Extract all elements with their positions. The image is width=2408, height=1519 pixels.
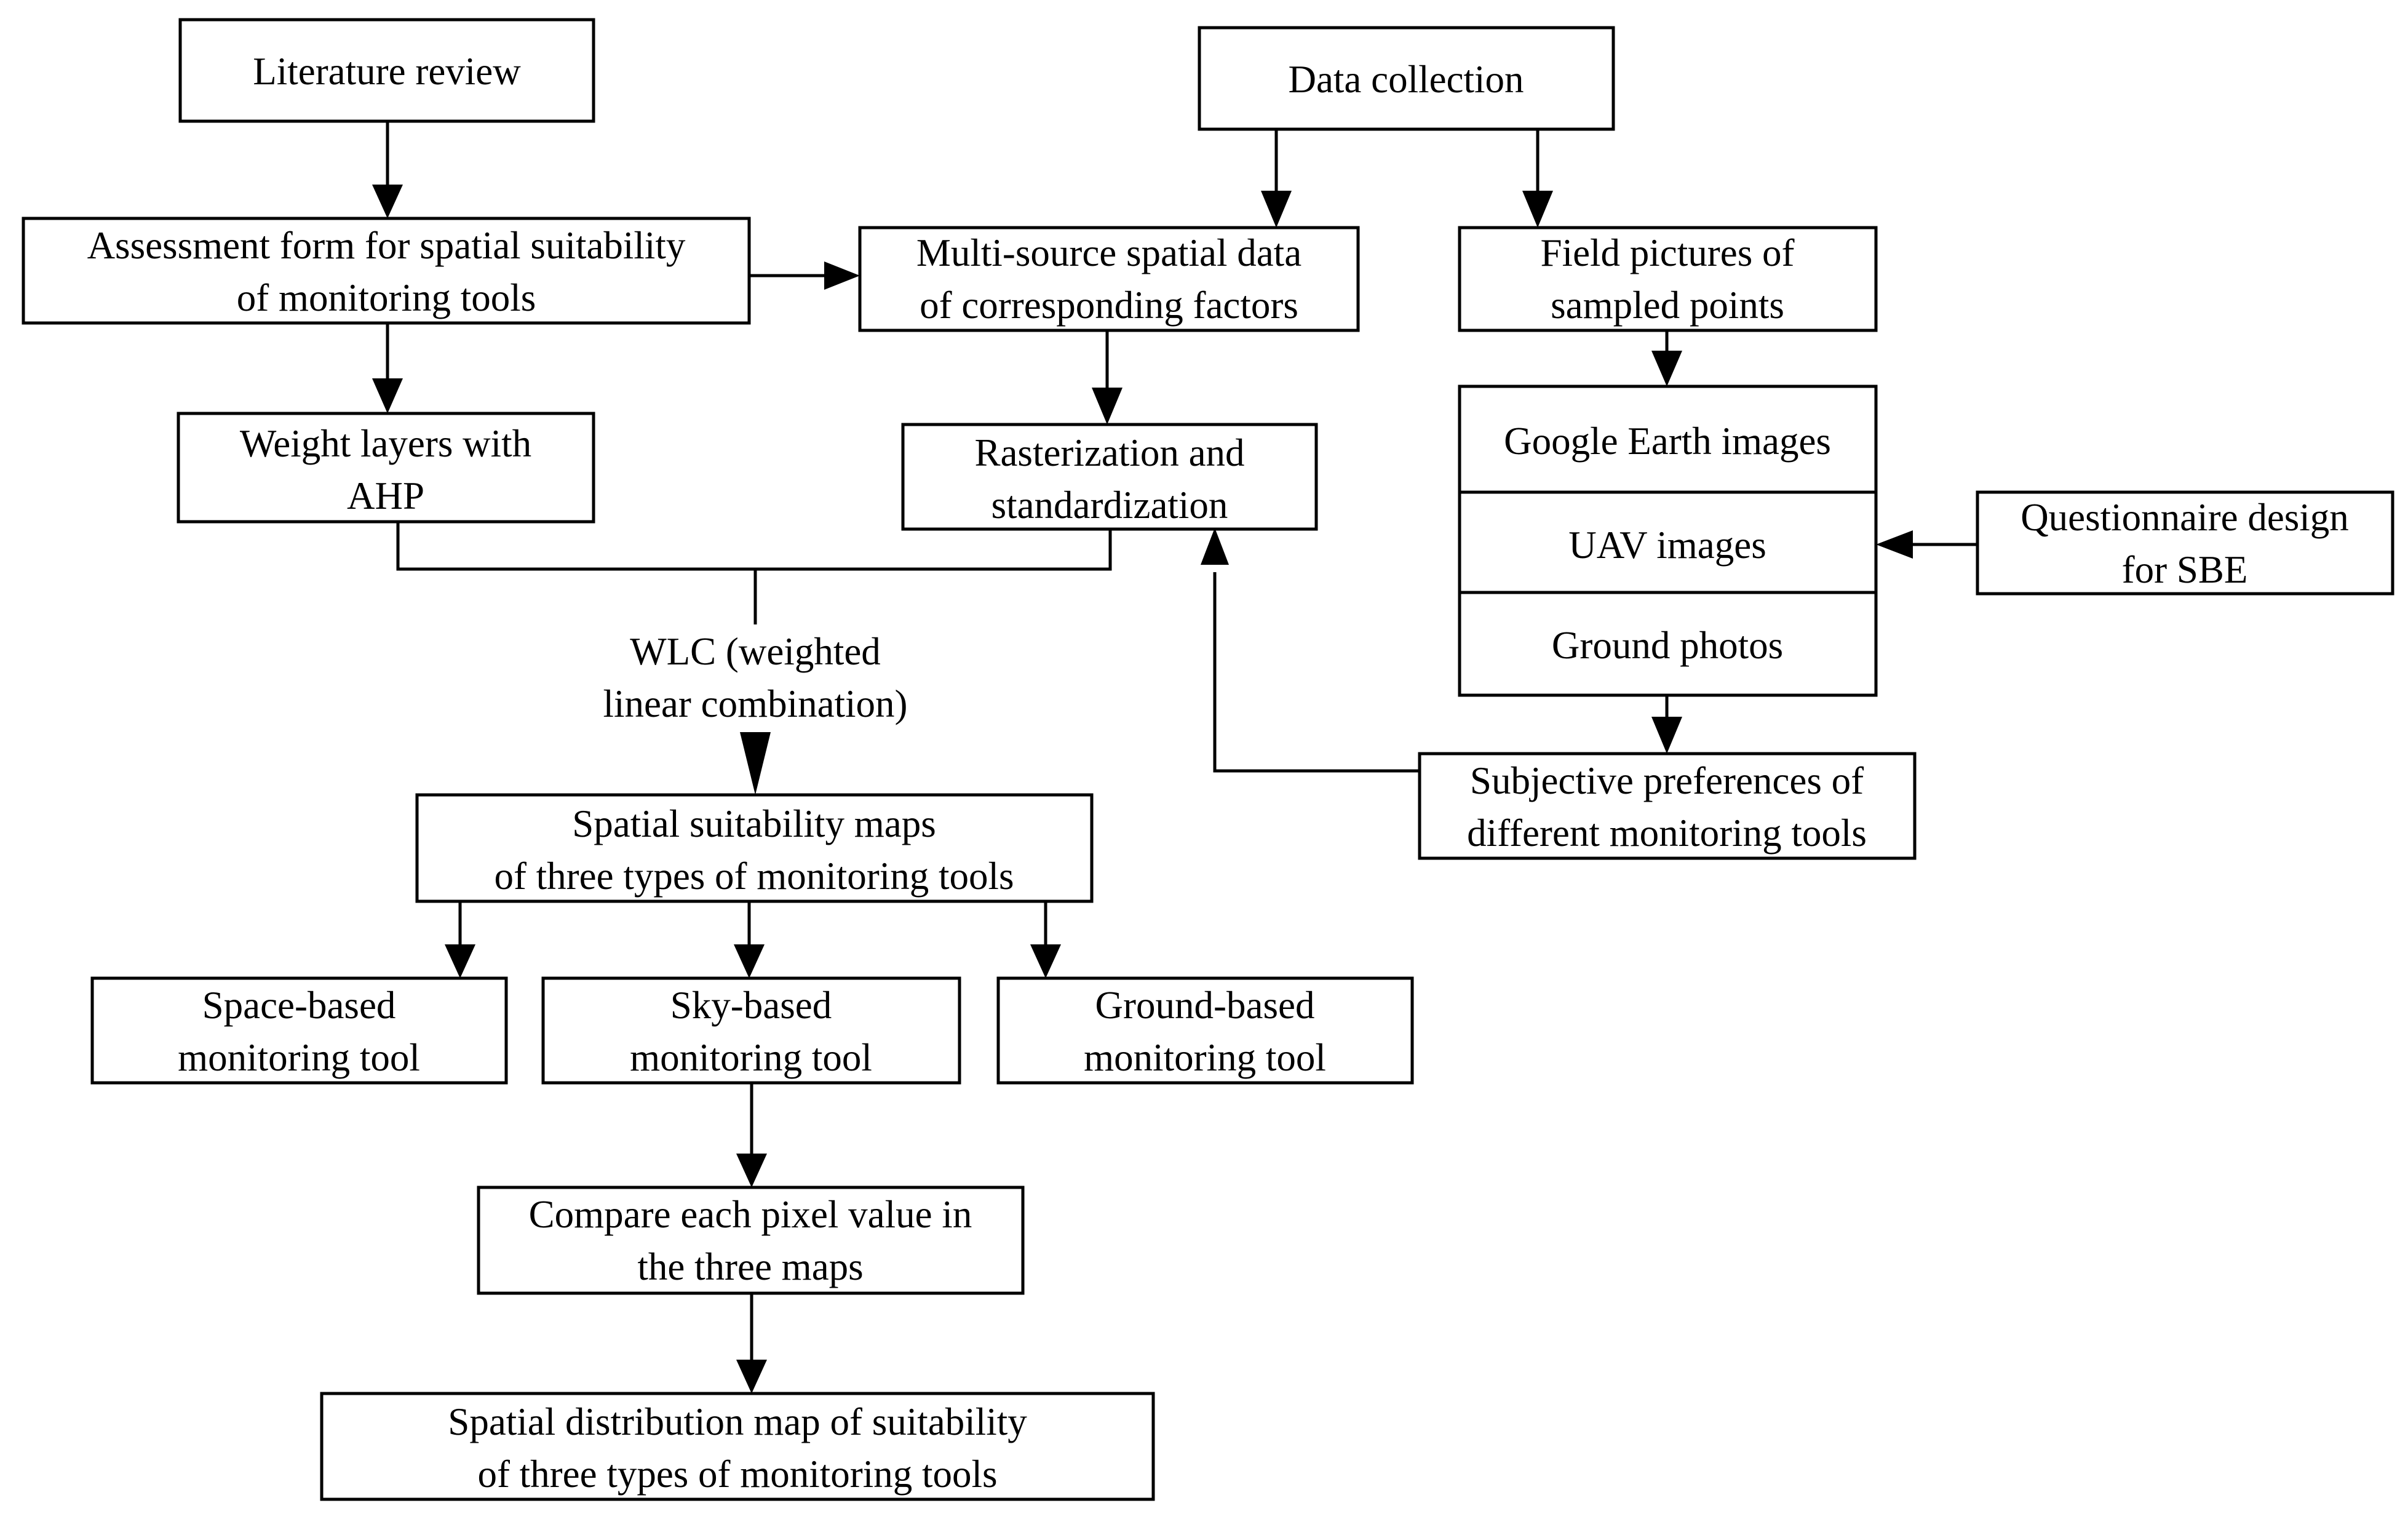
node-literature-review: Literature review <box>178 18 595 123</box>
node-space-based-tool: Space-based monitoring tool <box>90 976 508 1085</box>
wlc-line-2: linear combination) <box>603 682 907 725</box>
distribution-map-line-2: of three types of monitoring tools <box>477 1453 997 1496</box>
node-sky-based-tool: Sky-based monitoring tool <box>541 976 961 1085</box>
multi-source-line-2: of corresponding factors <box>920 284 1298 327</box>
node-data-collection: Data collection <box>1198 26 1615 131</box>
arrowhead-rasterization <box>1092 388 1123 425</box>
node-wlc-label: WLC (weighted linear combination) <box>603 630 907 725</box>
space-based-line-1: Space-based <box>202 984 396 1027</box>
multi-source-line-1: Multi-source spatial data <box>916 231 1301 274</box>
arrowhead-compare <box>736 1154 767 1187</box>
ground-based-line-1: Ground-based <box>1095 984 1315 1027</box>
arrowhead-weight <box>372 378 403 413</box>
arrowhead-multisource-left <box>824 261 860 290</box>
suitability-maps-line-2: of three types of monitoring tools <box>494 855 1014 898</box>
node-rasterization: Rasterization and standardization <box>901 423 1318 531</box>
node-questionnaire: Questionnaire design for SBE <box>1976 490 2394 596</box>
rasterization-line-2: standardization <box>991 484 1228 527</box>
rasterization-line-1: Rasterization and <box>974 431 1244 474</box>
literature-review-line-1: Literature review <box>253 50 521 93</box>
arrowhead-ground <box>1030 944 1061 978</box>
arrowhead-multisource-top <box>1261 191 1292 228</box>
weight-layers-line-1: Weight layers with <box>240 422 531 465</box>
subjective-preferences-line-1: Subjective preferences of <box>1470 759 1864 802</box>
arrowhead-uav <box>1876 530 1913 559</box>
distribution-map-line-1: Spatial distribution map of suitability <box>448 1400 1027 1443</box>
node-weight-layers: Weight layers with AHP <box>177 412 595 524</box>
compare-pixel-line-2: the three maps <box>637 1245 863 1288</box>
assessment-form-line-1: Assessment form for spatial suitability <box>87 224 686 267</box>
arrowhead-assessment <box>372 185 403 218</box>
node-distribution-map: Spatial distribution map of suitability … <box>320 1392 1155 1501</box>
arrowhead-distribution <box>736 1360 767 1393</box>
arrowhead-images <box>1651 351 1682 386</box>
assessment-form-line-2: of monitoring tools <box>237 276 536 319</box>
node-field-pictures: Field pictures of sampled points <box>1458 226 1878 332</box>
ground-based-line-2: monitoring tool <box>1084 1036 1326 1079</box>
node-subjective-preferences: Subjective preferences of different moni… <box>1418 752 1917 860</box>
questionnaire-line-1: Questionnaire design <box>2021 496 2349 539</box>
arrowhead-suitabilitymaps <box>740 732 771 795</box>
subjective-preferences-line-2: different monitoring tools <box>1467 811 1867 855</box>
compare-pixel-line-1: Compare each pixel value in <box>529 1193 972 1236</box>
ground-photos-label: Ground photos <box>1552 624 1783 667</box>
weight-layers-line-2: AHP <box>347 474 424 517</box>
sky-based-line-1: Sky-based <box>670 984 832 1027</box>
arrowhead-space <box>445 944 475 978</box>
node-image-sources-stack: Google Earth images UAV images Ground ph… <box>1458 385 1878 697</box>
data-collection-line-1: Data collection <box>1288 58 1524 101</box>
arrowhead-preferences <box>1651 717 1682 754</box>
arrowhead-sky <box>734 944 765 978</box>
node-assessment-form: Assessment form for spatial suitability … <box>22 217 751 325</box>
field-pictures-line-2: sampled points <box>1551 284 1784 327</box>
connector-preferences-to-rasterization <box>1213 572 1420 773</box>
uav-images-label: UAV images <box>1568 524 1766 567</box>
suitability-maps-line-1: Spatial suitability maps <box>572 802 936 845</box>
node-ground-based-tool: Ground-based monitoring tool <box>996 976 1414 1085</box>
node-multi-source-spatial-data: Multi-source spatial data of correspondi… <box>858 226 1360 332</box>
wlc-line-1: WLC (weighted <box>630 630 881 673</box>
field-pictures-line-1: Field pictures of <box>1541 231 1795 274</box>
questionnaire-line-2: for SBE <box>2122 548 2248 591</box>
arrowheads <box>372 185 1913 1393</box>
google-earth-images-label: Google Earth images <box>1504 420 1831 463</box>
node-suitability-maps: Spatial suitability maps of three types … <box>415 793 1094 903</box>
node-compare-pixel: Compare each pixel value in the three ma… <box>477 1186 1025 1295</box>
sky-based-line-2: monitoring tool <box>630 1036 872 1079</box>
arrowhead-rasterization-bottom <box>1201 528 1229 565</box>
space-based-line-2: monitoring tool <box>178 1036 420 1079</box>
arrowhead-fieldpictures <box>1522 191 1553 228</box>
